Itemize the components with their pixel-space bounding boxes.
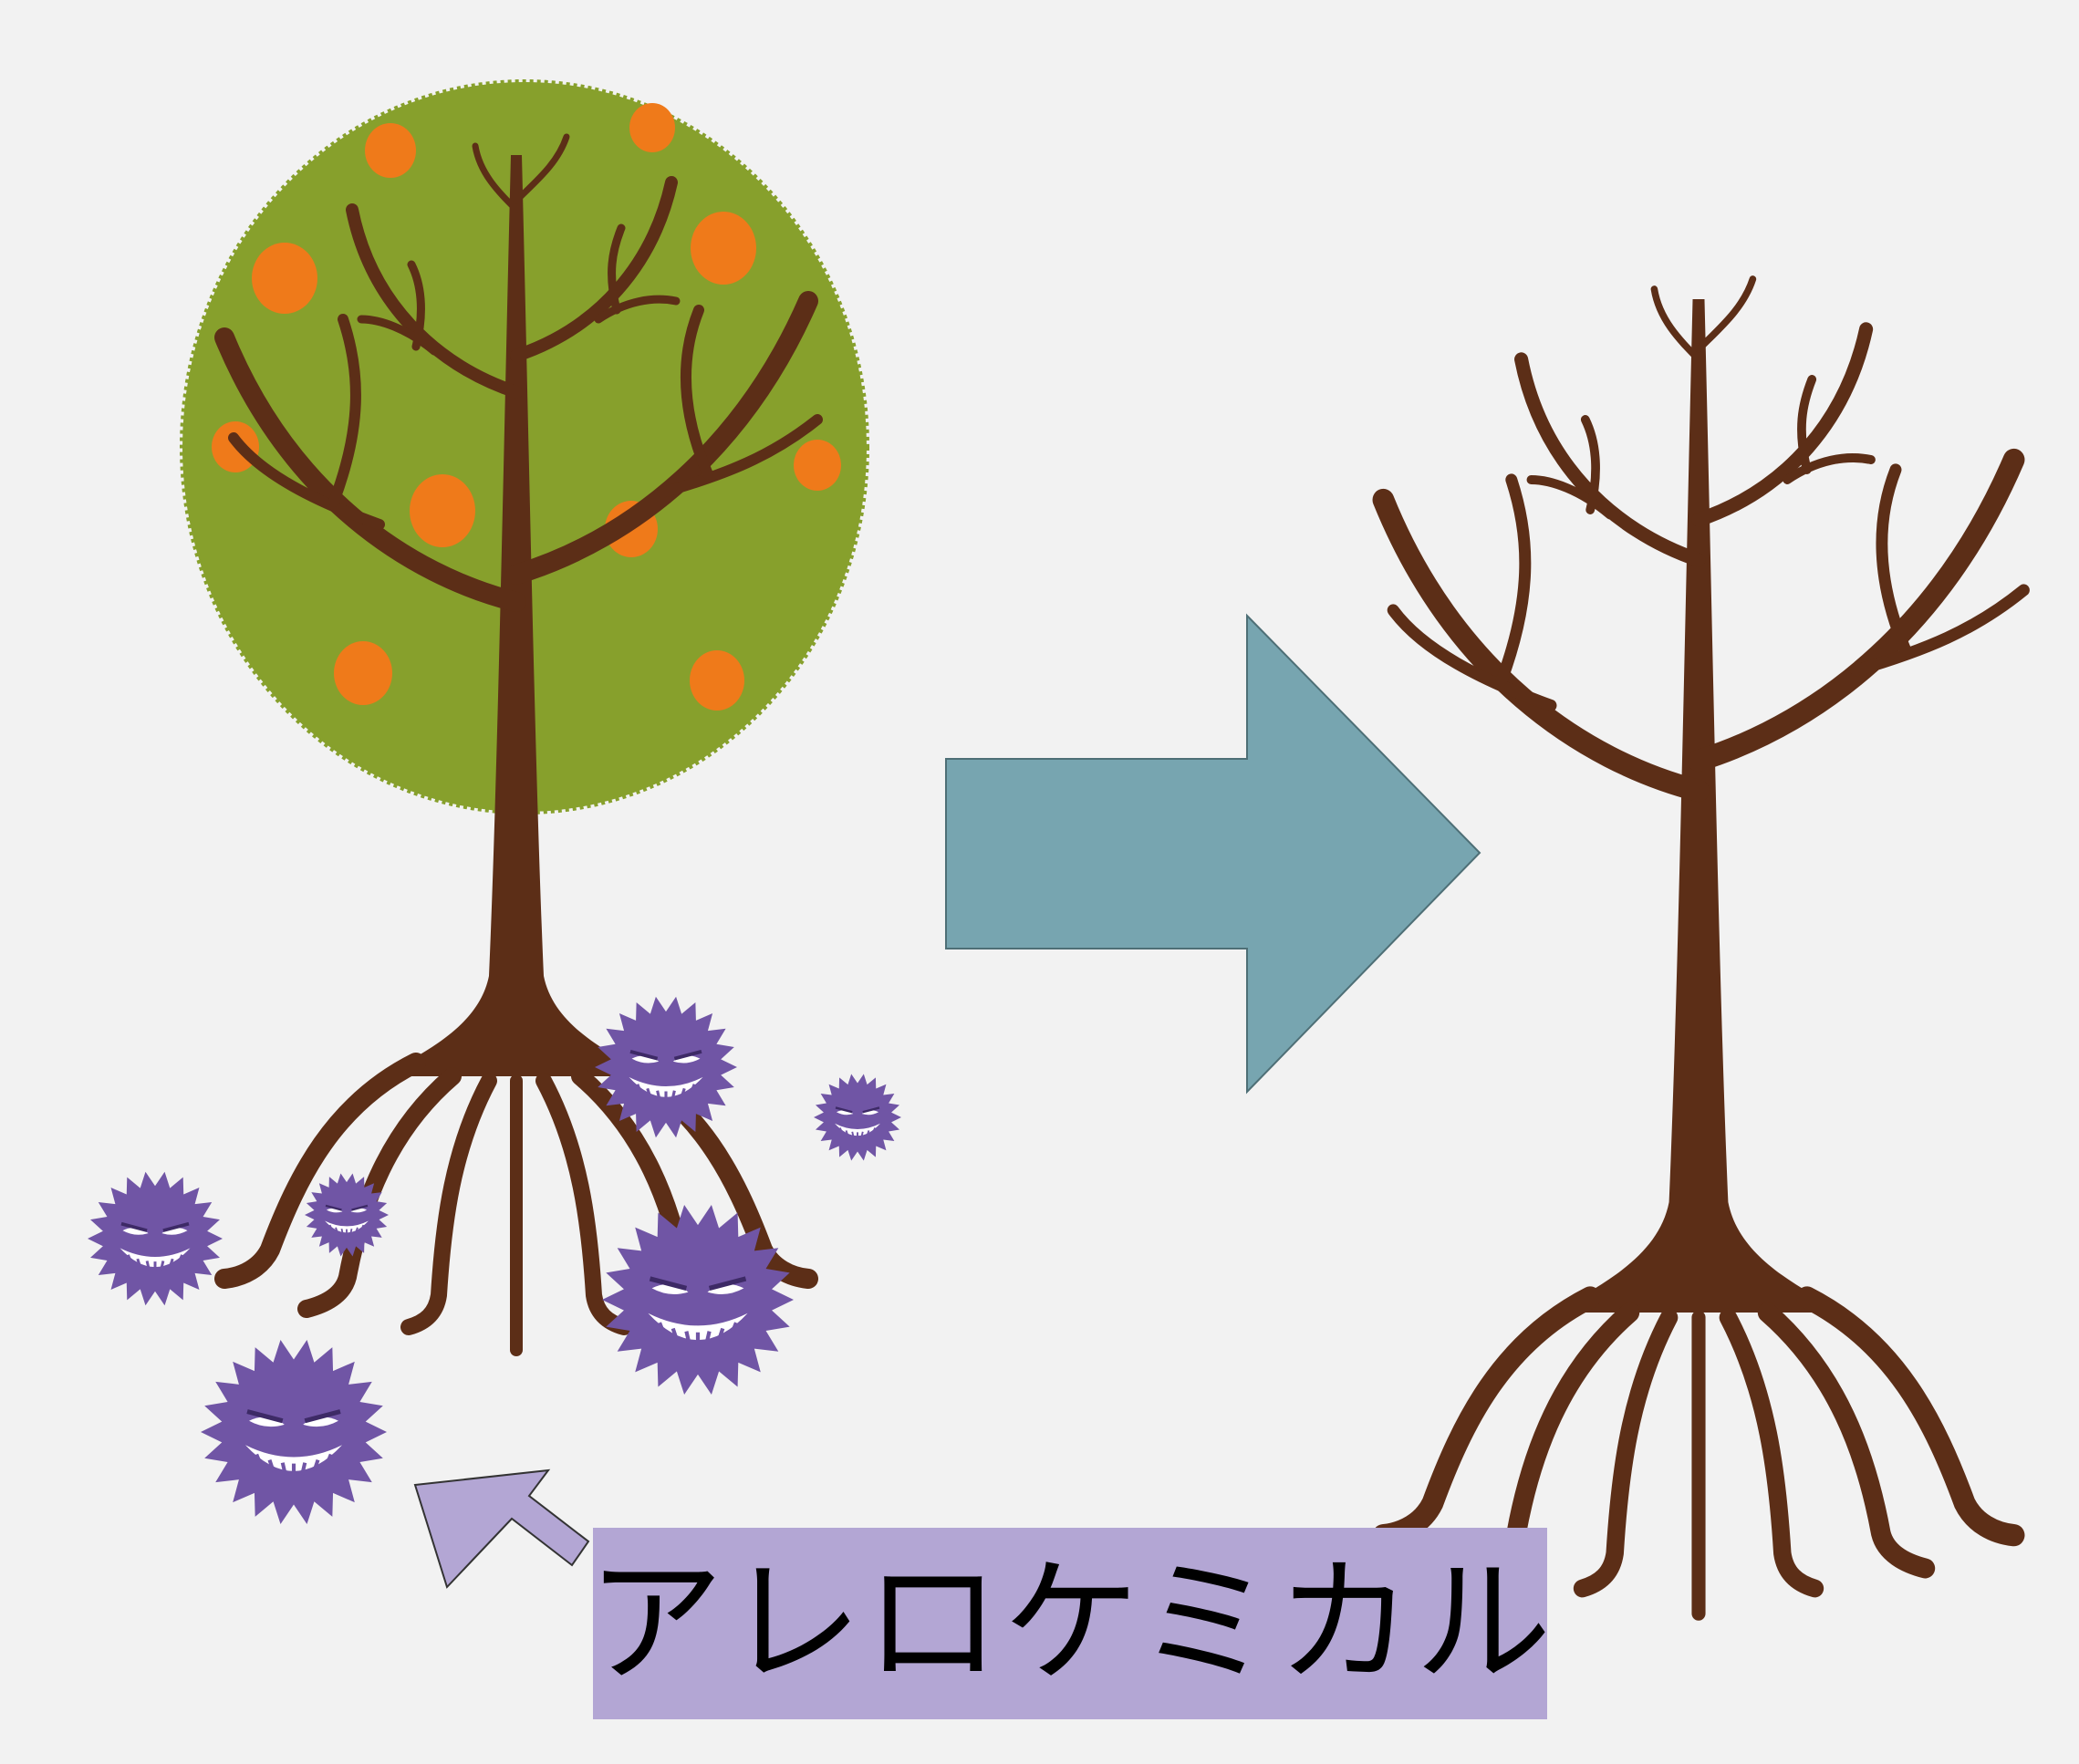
- allelochemical-label: アレロケミカル: [593, 1528, 1547, 1719]
- bare-tree-icon: [1383, 279, 2023, 1614]
- fruit: [334, 641, 392, 705]
- label-text: アレロケミカル: [587, 1555, 1554, 1692]
- fruit: [691, 212, 756, 285]
- fruit: [690, 650, 744, 711]
- fruit: [629, 103, 675, 152]
- fruit: [365, 123, 416, 178]
- pointer-arrow-icon: [415, 1470, 588, 1587]
- right-arrow-icon: [946, 616, 1480, 1092]
- dead-tree: [1383, 279, 2023, 1614]
- healthy-tree: [182, 82, 867, 1350]
- fruit: [252, 243, 317, 314]
- germ-icon: [88, 1172, 223, 1306]
- fruit: [794, 440, 841, 491]
- germ-icon: [201, 1340, 387, 1524]
- fruit: [410, 474, 475, 547]
- germ-icon: [814, 1074, 901, 1160]
